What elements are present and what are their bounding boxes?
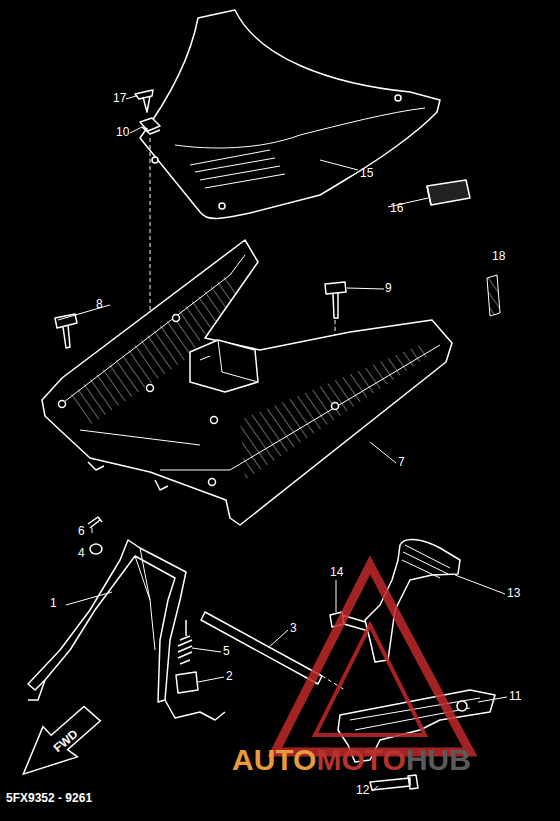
cover-15 [140,10,440,219]
direction-arrow: FWD [20,705,102,777]
center-stand-1 [28,540,186,702]
callout-number: 1 [50,597,57,609]
callout-number: 6 [78,525,85,537]
bolt-8 [55,314,77,348]
pin-6 [88,517,102,528]
shaft-3 [201,612,322,684]
callout-number: 18 [492,250,505,262]
callout-number: 11 [509,690,521,702]
callout-number: 4 [78,547,85,559]
watermark-logo [275,565,470,752]
spring-5 [178,636,192,664]
callout-number: 2 [226,670,233,682]
callout-number: 17 [113,92,126,104]
bolt-12 [370,775,418,790]
bolt-9 [325,282,346,318]
floorboard-7 [42,240,452,525]
watermark-text: HUB [406,745,471,775]
callout-number: 16 [390,202,403,214]
leader-lines [58,96,507,791]
callout-number: 9 [385,282,392,294]
watermark-text: MOTO [316,745,405,775]
sticker-18 [487,275,500,316]
callout-number: 3 [290,622,297,634]
callout-number: 13 [507,587,520,599]
callout-number: 15 [360,167,373,179]
callout-number: 14 [330,566,343,578]
callout-number: 10 [116,126,129,138]
pad-16 [427,180,470,205]
callout-number: 7 [398,456,405,468]
drawing-code: 5FX9352 - 9261 [6,792,92,804]
callout-number: 5 [223,645,230,657]
callout-number: 12 [356,784,369,796]
watermark-text: AUTO [232,745,316,775]
clip-10 [140,118,160,134]
screw-17 [135,90,153,112]
callout-number: 8 [96,298,103,310]
collar-2 [176,672,198,693]
washer-4 [90,544,102,554]
